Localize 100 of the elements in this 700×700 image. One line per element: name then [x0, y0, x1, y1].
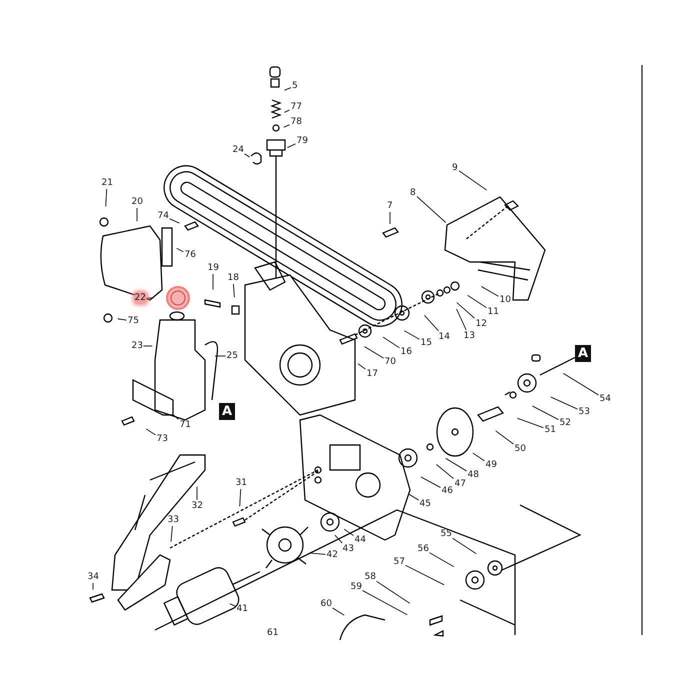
leader-line — [405, 564, 445, 586]
callout-number: 48 — [468, 470, 479, 480]
callout-number: 49 — [486, 460, 497, 470]
callout-number: 58 — [364, 572, 376, 582]
leader-line — [170, 526, 173, 542]
leader-line — [416, 196, 446, 223]
callout-number: 14 — [438, 332, 450, 342]
leader-line — [136, 208, 138, 222]
leader-line — [495, 430, 514, 444]
leader-line — [212, 274, 214, 290]
callout-number: 10 — [500, 295, 511, 305]
leader-line — [244, 154, 250, 158]
leader-line — [308, 552, 326, 555]
callout-number: 75 — [128, 316, 139, 326]
callout-number: 34 — [88, 572, 99, 582]
callout-number: 43 — [342, 544, 354, 554]
leader-line — [472, 452, 485, 462]
callout-number: 70 — [384, 357, 396, 367]
callout-number: 42 — [326, 550, 338, 560]
leader-line — [424, 315, 439, 332]
leader-line — [364, 346, 384, 358]
leader-line — [229, 603, 236, 607]
leader-line — [334, 534, 343, 544]
leader-line — [358, 363, 366, 370]
callout-number: 31 — [236, 478, 247, 488]
callout-number: 25 — [226, 351, 238, 361]
leader-line — [176, 248, 184, 252]
callout-number: 12 — [476, 319, 487, 329]
callout-number: 78 — [290, 117, 302, 127]
callout-number: 33 — [168, 515, 179, 525]
callout-number: 15 — [420, 338, 432, 348]
callout-number: 51 — [544, 425, 556, 435]
callout-number: 21 — [102, 178, 113, 188]
callout-number: 47 — [454, 479, 466, 489]
leader-line — [563, 373, 599, 396]
leader-line — [146, 428, 156, 436]
leader-line — [169, 218, 180, 224]
callout-number: 61 — [267, 628, 278, 638]
callout-number: 24 — [232, 145, 244, 155]
callout-number: 20 — [132, 197, 143, 207]
callout-number: 52 — [560, 418, 571, 428]
leader-line — [532, 406, 559, 420]
leader-line — [456, 302, 475, 319]
leader-line — [344, 528, 354, 536]
leader-line — [284, 87, 292, 91]
leader-line — [105, 188, 108, 207]
callout-number: 53 — [578, 407, 590, 417]
leader-line — [382, 336, 400, 348]
callout-number: 13 — [464, 331, 475, 341]
leader-line — [445, 458, 467, 472]
leader-line — [376, 580, 410, 604]
leader-line — [233, 284, 235, 298]
callout-number: 18 — [228, 273, 239, 283]
callout-number: 60 — [320, 599, 332, 609]
callout-number: 55 — [440, 529, 452, 539]
callout-number: 45 — [420, 499, 431, 509]
callout-number: 77 — [290, 102, 302, 112]
leader-line — [284, 110, 290, 113]
callout-number: 59 — [350, 582, 362, 592]
leader-line — [332, 608, 345, 616]
callout-number: 56 — [418, 544, 429, 554]
callout-number: 74 — [158, 211, 169, 221]
callout-number: 22 — [134, 293, 146, 303]
callout-number: 17 — [366, 369, 378, 379]
leader-line — [117, 318, 127, 320]
callout-number: 76 — [184, 250, 196, 260]
callout-number: 8 — [410, 188, 416, 198]
leader-line — [458, 170, 487, 190]
leader-line — [283, 124, 290, 128]
callout-number: 57 — [394, 557, 405, 567]
leader-line — [467, 294, 487, 308]
callout-number: 23 — [132, 341, 143, 351]
reference-mark: A — [219, 403, 235, 420]
callout-number: 46 — [442, 486, 453, 496]
leader-line — [481, 286, 499, 297]
reference-mark: A — [575, 345, 591, 362]
leader-line — [517, 418, 544, 428]
leader-line — [436, 464, 454, 479]
leader-line — [239, 488, 242, 507]
leader-line — [550, 396, 578, 410]
callout-number: 71 — [180, 420, 191, 430]
callout-number: 19 — [208, 263, 219, 273]
callout-number: 5 — [292, 81, 298, 91]
callout-number: 44 — [354, 535, 366, 545]
leader-line — [404, 330, 420, 340]
callout-number: 54 — [600, 394, 611, 404]
leader-line — [429, 552, 454, 568]
callout-number: 50 — [514, 444, 526, 454]
leader-line — [362, 590, 408, 616]
callout-number: 73 — [156, 434, 168, 444]
leader-line — [196, 486, 198, 500]
leader-line — [452, 538, 477, 554]
leader-line — [420, 476, 441, 488]
leader-line — [287, 144, 296, 148]
leader-line — [456, 308, 467, 330]
leader-line — [173, 414, 179, 420]
callout-number: 7 — [387, 201, 393, 211]
leader-line — [92, 582, 94, 590]
leader-line — [408, 494, 419, 500]
callout-number: 79 — [296, 136, 308, 146]
